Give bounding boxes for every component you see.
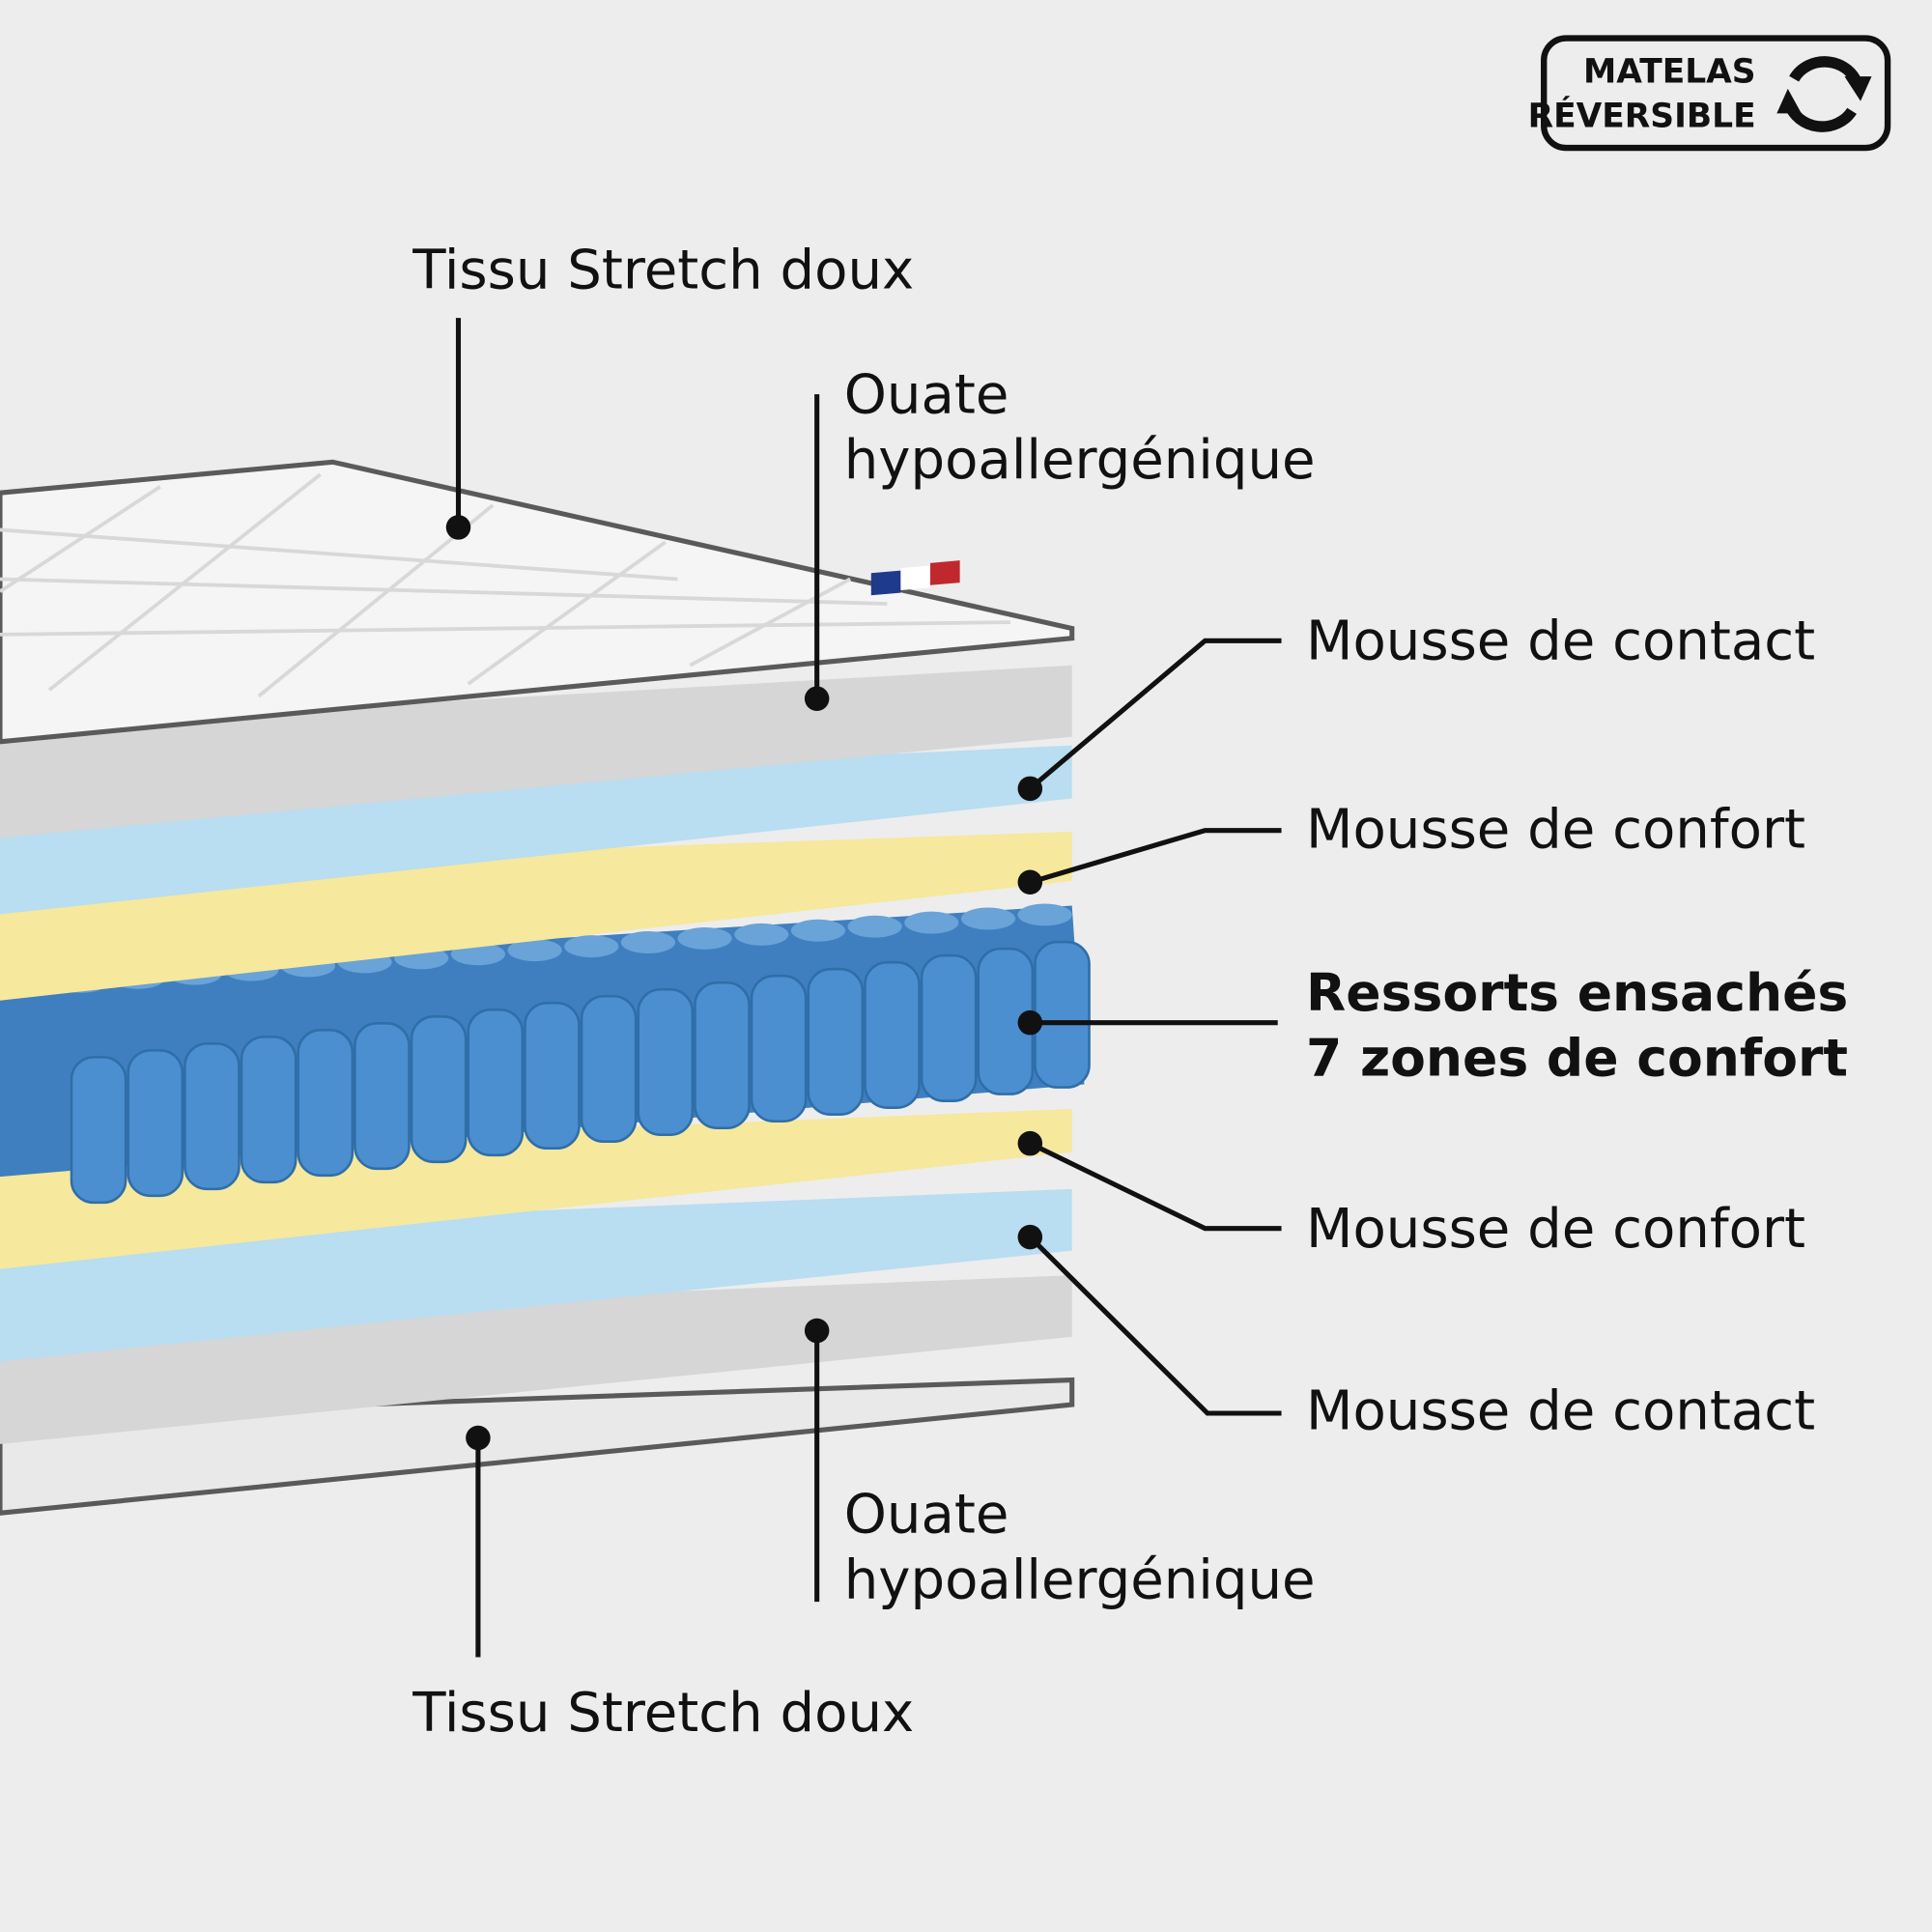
label-springs-line2: 7 zones de confort [1306, 1028, 1848, 1089]
spring-coil [864, 960, 921, 1109]
badge-line2: RÉVERSIBLE [1528, 96, 1756, 135]
spring-top [847, 915, 902, 938]
spring-coil [127, 1049, 185, 1198]
spring-coil [807, 967, 865, 1116]
quilting-pattern [0, 472, 1010, 698]
spring-top [507, 939, 562, 962]
spring-top [564, 935, 619, 958]
spring-coil [354, 1022, 411, 1171]
spring-coil [297, 1029, 355, 1178]
spring-coil [240, 1036, 298, 1184]
spring-coil [694, 980, 751, 1130]
label-comfort-foam-bottom: Mousse de confort [1306, 1198, 1805, 1261]
label-top-wadding-line1: Ouate [844, 363, 1009, 426]
label-bottom-wadding-line1: Ouate [844, 1484, 1009, 1547]
spring-coil [70, 1056, 128, 1205]
spring-coil [580, 994, 638, 1144]
label-bottom-wadding-line2: hypoallergénique [844, 1548, 1316, 1611]
spring-coil [524, 1001, 581, 1151]
spring-coil [467, 1009, 525, 1157]
spring-coil [184, 1042, 241, 1191]
spring-top [1017, 903, 1072, 926]
spring-top [734, 923, 789, 946]
french-flag-icon [870, 560, 960, 596]
spring-top [620, 931, 675, 953]
spring-coil [920, 953, 978, 1102]
spring-coil [750, 974, 808, 1122]
label-contact-foam-bottom: Mousse de contact [1306, 1380, 1815, 1443]
layer-top-fabric [0, 459, 1075, 745]
spring-top [960, 907, 1016, 930]
reversible-badge: MATELAS RÉVERSIBLE [1528, 35, 1891, 152]
label-bottom-fabric: Tissu Stretch doux [412, 1682, 914, 1745]
label-springs-line1: Ressorts ensachés [1306, 962, 1848, 1023]
spring-top [790, 919, 845, 942]
badge-line1: MATELAS [1583, 52, 1756, 91]
label-contact-foam-top: Mousse de contact [1306, 610, 1815, 672]
label-top-fabric: Tissu Stretch doux [412, 239, 914, 301]
layer-top-wadding [0, 665, 1072, 838]
spring-coil [637, 987, 695, 1137]
spring-top [677, 926, 732, 950]
reverse-arrows-icon [1776, 56, 1872, 132]
spring-top [904, 911, 959, 934]
spring-coil [410, 1015, 468, 1164]
leader-lines [445, 318, 1282, 1658]
label-comfort-foam-top: Mousse de confort [1306, 799, 1805, 862]
label-top-wadding-line2: hypoallergénique [844, 429, 1316, 492]
mattress-illustration [0, 459, 1091, 1516]
spring-coil [1034, 940, 1091, 1089]
